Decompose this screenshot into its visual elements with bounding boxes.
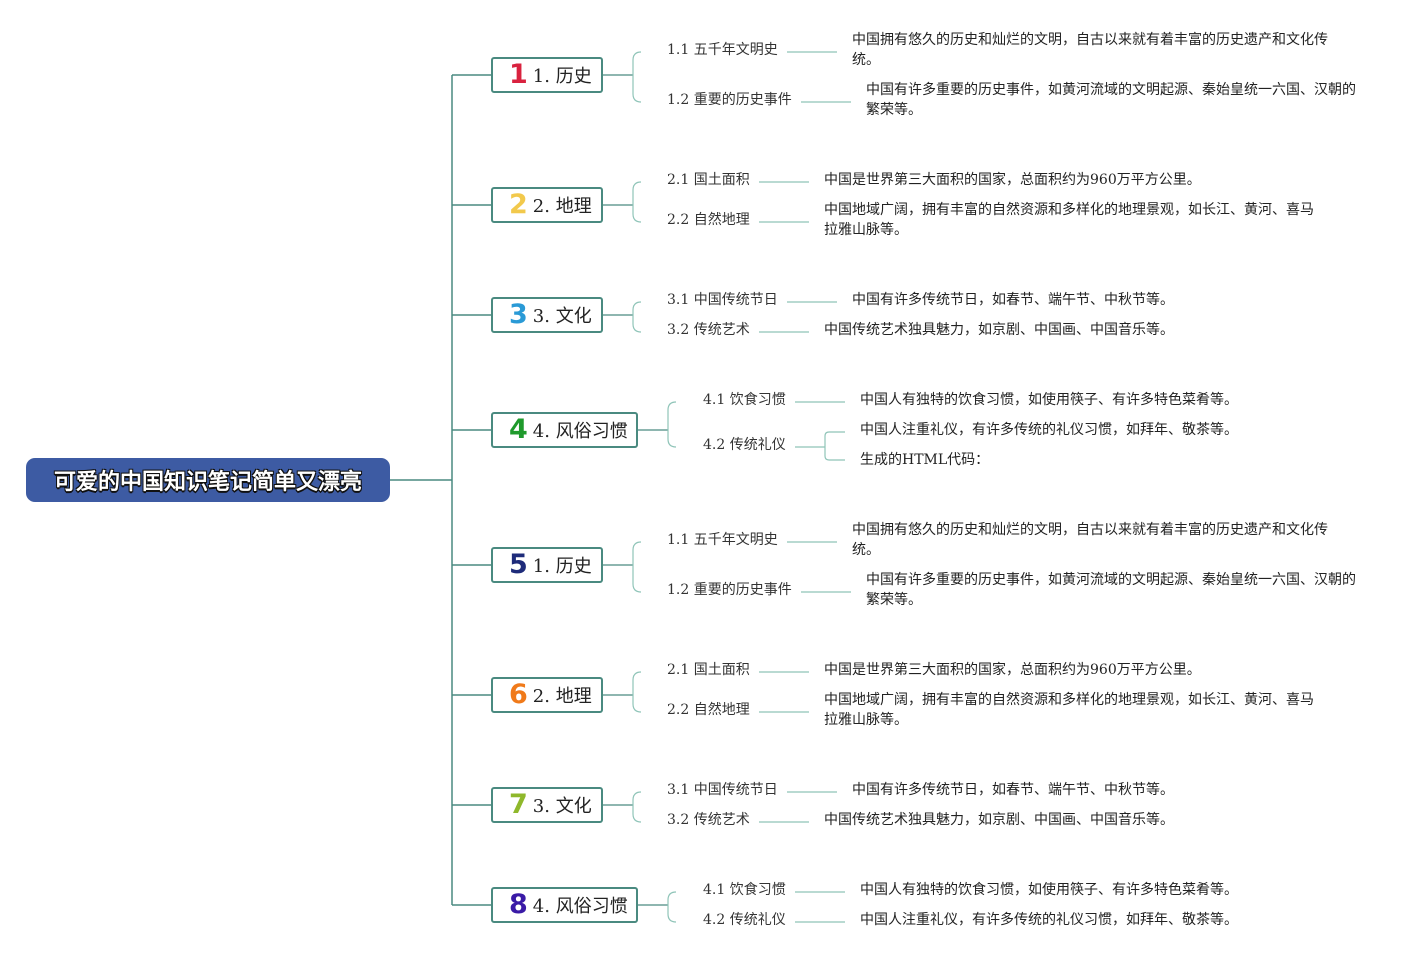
description-text: 中国人有独特的饮食习惯，如使用筷子、有许多特色菜肴等。 [860,882,1238,898]
sub-bracket [632,301,642,333]
branch-label: 4. 风俗习惯 [532,421,628,442]
branch-number-icon: 4 [509,413,528,445]
branch-number-icon: 3 [509,298,528,330]
sub-bracket [667,401,677,448]
sub-bracket [632,541,642,593]
description-text: 中国是世界第三大面积的国家，总面积约为960万平方公里。 [824,662,1201,678]
description-text: 中国有许多传统节日，如春节、端午节、中秋节等。 [852,782,1174,798]
sub-bracket [632,51,642,103]
subtopic-node[interactable]: 3.2 传统艺术 [667,322,750,338]
subtopic-node[interactable]: 2.1 国土面积 [667,662,750,678]
branch-label: 1. 历史 [532,556,592,577]
sub-bracket [667,891,677,923]
description-text: 中国有许多重要的历史事件，如黄河流域的文明起源、秦始皇统一六国、汉朝的繁荣等。 [866,82,1356,118]
subtopic-node[interactable]: 1.2 重要的历史事件 [667,92,792,108]
description-text: 中国人注重礼仪，有许多传统的礼仪习惯，如拜年、敬茶等。 [860,912,1238,928]
subtopic-node[interactable]: 2.2 自然地理 [667,212,750,228]
branch-number-icon: 8 [509,888,528,920]
branch-label: 3. 文化 [532,796,592,817]
description-text: 中国地域广阔，拥有丰富的自然资源和多样化的地理景观，如长江、黄河、喜马拉雅山脉等… [824,692,1314,728]
branch-label: 2. 地理 [532,196,592,217]
sub-bracket [632,791,642,823]
subtopic-node[interactable]: 3.1 中国传统节日 [667,292,778,308]
description-text: 生成的HTML代码： [860,452,990,468]
branch-label: 3. 文化 [532,306,592,327]
leaf-bracket [824,431,845,461]
branch-number-icon: 6 [509,678,528,710]
subtopic-node[interactable]: 4.1 饮食习惯 [703,392,786,408]
description-text: 中国有许多重要的历史事件，如黄河流域的文明起源、秦始皇统一六国、汉朝的繁荣等。 [866,572,1356,608]
sub-bracket [632,181,642,223]
branch-number-icon: 2 [509,188,528,220]
description-text: 中国人注重礼仪，有许多传统的礼仪习惯，如拜年、敬茶等。 [860,422,1238,438]
sub-bracket [632,671,642,713]
description-text: 中国人有独特的饮食习惯，如使用筷子、有许多特色菜肴等。 [860,392,1238,408]
subtopic-node[interactable]: 4.2 传统礼仪 [703,912,786,928]
subtopic-node[interactable]: 1.2 重要的历史事件 [667,582,792,598]
description-text: 中国传统艺术独具魅力，如京剧、中国画、中国音乐等。 [824,322,1174,338]
branch-number-icon: 1 [509,58,528,90]
branch-number-icon: 5 [509,548,528,580]
branch-label: 1. 历史 [532,66,592,87]
description-text: 中国拥有悠久的历史和灿烂的文明，自古以来就有着丰富的历史遗产和文化传统。 [852,522,1328,558]
subtopic-node[interactable]: 1.1 五千年文明史 [667,42,778,58]
subtopic-node[interactable]: 2.1 国土面积 [667,172,750,188]
subtopic-node[interactable]: 2.2 自然地理 [667,702,750,718]
subtopic-node[interactable]: 1.1 五千年文明史 [667,532,778,548]
root-topic[interactable]: 可爱的中国知识笔记简单又漂亮 [26,458,390,502]
description-text: 中国是世界第三大面积的国家，总面积约为960万平方公里。 [824,172,1201,188]
branch-label: 2. 地理 [532,686,592,707]
description-text: 中国拥有悠久的历史和灿烂的文明，自古以来就有着丰富的历史遗产和文化传统。 [852,32,1328,68]
subtopic-node[interactable]: 4.1 饮食习惯 [703,882,786,898]
description-text: 中国传统艺术独具魅力，如京剧、中国画、中国音乐等。 [824,812,1174,828]
subtopic-node[interactable]: 3.2 传统艺术 [667,812,750,828]
branch-number-icon: 7 [509,788,528,820]
description-text: 中国地域广阔，拥有丰富的自然资源和多样化的地理景观，如长江、黄河、喜马拉雅山脉等… [824,202,1314,238]
description-text: 中国有许多传统节日，如春节、端午节、中秋节等。 [852,292,1174,308]
branch-label: 4. 风俗习惯 [532,896,628,917]
subtopic-node[interactable]: 3.1 中国传统节日 [667,782,778,798]
subtopic-node[interactable]: 4.2 传统礼仪 [703,437,786,453]
